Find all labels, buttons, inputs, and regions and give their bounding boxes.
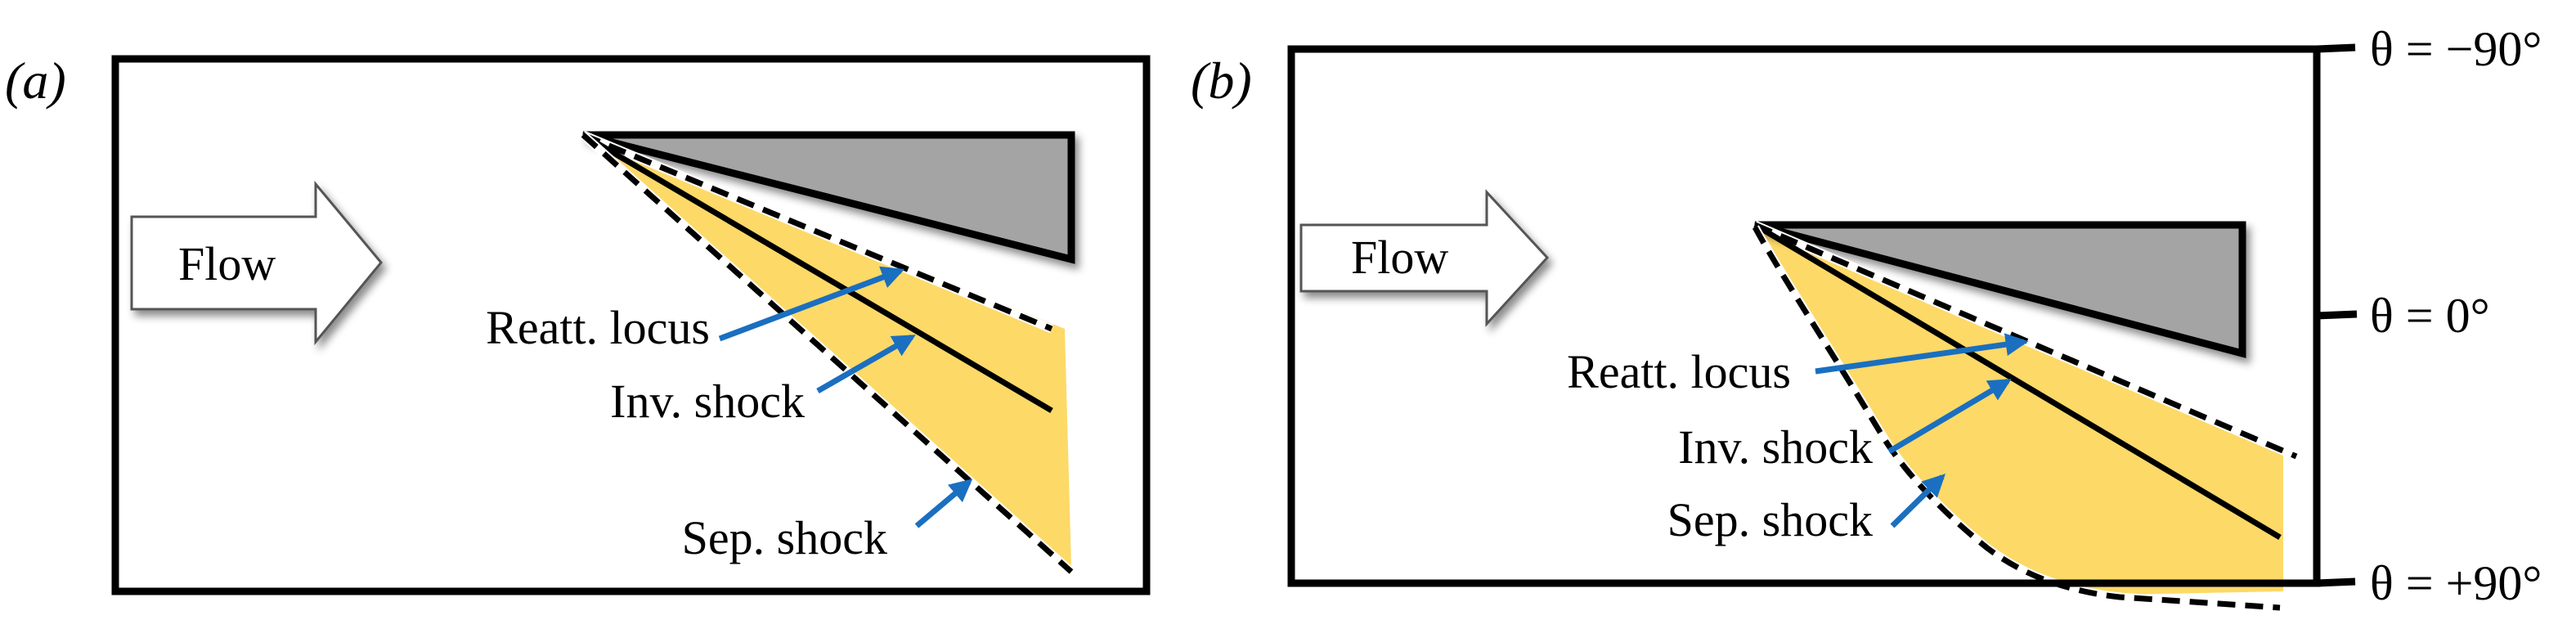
reatt-pointer-arrow-a [718, 266, 905, 342]
theta-axis: θ = −90° θ = 0° θ = +90° [2313, 22, 2542, 610]
flow-arrow-b: Flow [1299, 189, 1550, 327]
reattachment-locus-line-a [581, 132, 1053, 332]
theta-label-middle: θ = 0° [2370, 289, 2490, 343]
sep-shock-pointer-arrow-b [1890, 474, 1945, 528]
sep-shock-pointer-arrow-a [914, 478, 973, 528]
inv-shock-label-a: Inv. shock [610, 375, 805, 428]
flow-arrow-a: Flow [130, 180, 383, 346]
inviscid-shock-line-b [1753, 222, 2282, 541]
panel-a: (a) Flow Reatt. locus Inv. shock Sep. sh… [5, 52, 1151, 595]
inviscid-shock-line-a [581, 132, 1053, 414]
theta-label-top: θ = −90° [2370, 22, 2542, 76]
wedge-a [581, 131, 1075, 264]
sep-shock-label-b: Sep. shock [1667, 493, 1873, 546]
inv-shock-pointer-arrow-b [1887, 378, 2012, 455]
theta-tick-bottom [2316, 577, 2356, 587]
panel-a-label: (a) [5, 52, 66, 110]
interaction-region-b [1755, 225, 2283, 595]
separation-shock-line-a [581, 133, 1074, 574]
separation-shock-line-b [1752, 226, 2281, 611]
sep-shock-label-a: Sep. shock [682, 511, 887, 564]
theta-tick-middle [2316, 310, 2358, 320]
panel-b: (b) Flow Reatt. locus Inv. shock Sep. sh… [1191, 22, 2542, 613]
reatt-locus-label-a: Reatt. locus [486, 301, 710, 354]
flow-arrow-icon [130, 180, 383, 346]
theta-label-bottom: θ = +90° [2370, 556, 2542, 610]
flow-arrow-icon [1299, 189, 1550, 327]
panel-b-label: (b) [1191, 52, 1252, 110]
flow-label-a: Flow [178, 237, 276, 290]
theta-tick-top [2316, 43, 2356, 53]
wedge-b [1753, 221, 2246, 358]
flow-label-b: Flow [1351, 231, 1448, 284]
reatt-locus-label-b: Reatt. locus [1567, 345, 1791, 398]
inv-shock-label-b: Inv. shock [1678, 420, 1873, 474]
panel-a-frame [111, 55, 1151, 595]
reatt-pointer-arrow-b [1815, 333, 2029, 375]
inv-shock-pointer-arrow-a [816, 334, 916, 394]
